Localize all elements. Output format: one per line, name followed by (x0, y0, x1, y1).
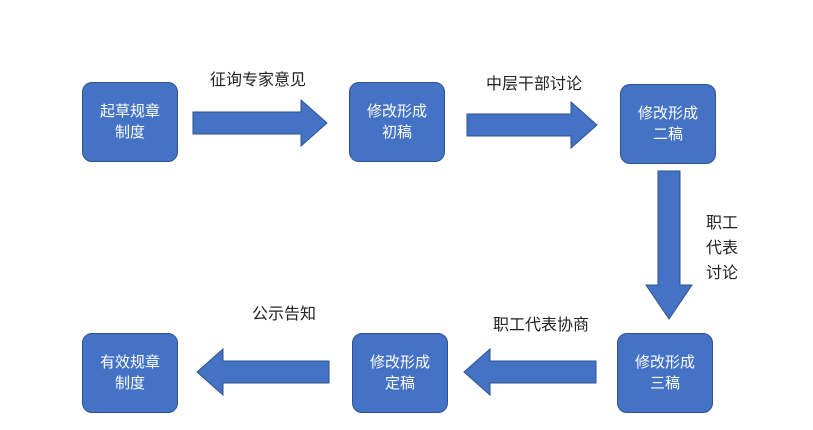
node-text-line1: 起草规章 (99, 102, 160, 120)
node-text-line1: 修改形成 (369, 353, 430, 371)
node-text-line2: 制度 (114, 374, 145, 392)
node-text-line2: 二稿 (652, 125, 683, 143)
node-text-line2: 定稿 (384, 374, 415, 392)
arrow-left-2 (196, 347, 330, 397)
node-second-draft: 修改形成 二稿 (620, 84, 716, 164)
arrow-right-2 (466, 100, 598, 150)
node-text-line1: 修改形成 (366, 102, 427, 120)
label-staff-negotiation: 职工代表协商 (493, 315, 590, 334)
node-draft-rules: 起草规章 制度 (82, 82, 178, 162)
node-text-line2: 三稿 (649, 374, 680, 392)
label-line: 职工 (706, 213, 739, 232)
node-third-draft: 修改形成 三稿 (617, 333, 713, 413)
node-text-line1: 修改形成 (637, 104, 698, 122)
label-public-notice: 公示告知 (252, 304, 317, 323)
node-final-draft: 修改形成 定稿 (352, 333, 448, 413)
node-text-line1: 修改形成 (634, 353, 695, 371)
label-consult-experts: 征询专家意见 (210, 70, 307, 89)
label-middle-discussion: 中层干部讨论 (486, 74, 583, 93)
node-first-draft: 修改形成 初稿 (349, 82, 445, 162)
node-text-line1: 有效规章 (99, 353, 160, 371)
label-line: 代表 (706, 238, 739, 257)
node-text-line2: 初稿 (381, 123, 412, 141)
arrow-left-1 (463, 347, 597, 397)
label-line: 讨论 (706, 263, 739, 282)
node-effective-rules: 有效规章 制度 (82, 333, 178, 413)
node-text-line2: 制度 (114, 123, 145, 141)
arrow-right-1 (192, 98, 328, 148)
label-staff-discussion: 职工 代表 讨论 (706, 210, 738, 285)
arrow-down (645, 170, 693, 320)
